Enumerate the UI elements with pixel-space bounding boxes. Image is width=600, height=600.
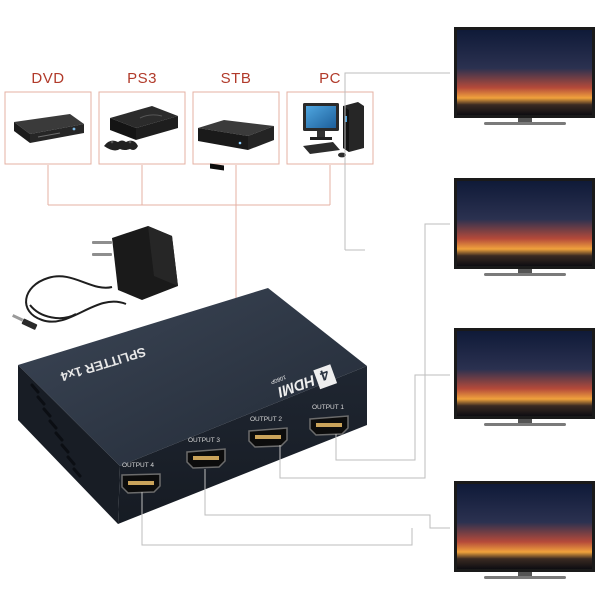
tv-4-screen (457, 484, 592, 569)
vent-slots (30, 383, 82, 478)
tv-2-screen (457, 181, 592, 266)
output-connector-lines (141, 72, 450, 546)
splitter-front-face (118, 366, 367, 524)
tv-3-stand (484, 423, 566, 426)
output-port-3: OUTPUT 3 (186, 437, 226, 469)
source-labels: DVD PS3 STB PC (31, 70, 341, 87)
source-label-pc: PC (319, 70, 341, 87)
tv-1-screen (457, 30, 592, 115)
output-label-1: OUTPUT 1 (312, 404, 344, 411)
tv-3-screen (457, 331, 592, 416)
hdmi-logo: 4 HDMI 1080P (269, 364, 338, 400)
source-label-ps3: PS3 (127, 70, 157, 87)
splitter-top-face (18, 288, 367, 466)
desktop-computer-icon (303, 102, 364, 158)
dvd-player-icon (14, 114, 84, 143)
tv-2-stand (484, 273, 566, 276)
source-label-dvd: DVD (31, 70, 64, 87)
hdmi-logo-subtext: 1080P (269, 373, 286, 384)
set-top-box-icon (198, 120, 274, 171)
tv-3 (454, 328, 595, 426)
output-label-3: OUTPUT 3 (188, 437, 220, 444)
output-port-4: OUTPUT 4 (121, 462, 161, 494)
output-ports: OUTPUT 4 OUTPUT 3 OUTPUT 2 OUTPUT 1 (121, 404, 349, 494)
game-console-icon (104, 106, 178, 151)
output-port-1: OUTPUT 1 (309, 404, 349, 436)
tv-4 (454, 481, 595, 579)
output-port-2: OUTPUT 2 (248, 416, 288, 448)
output-label-2: OUTPUT 2 (250, 416, 282, 423)
tv-4-stand (484, 576, 566, 579)
source-label-stb: STB (221, 70, 252, 87)
tv-2 (454, 178, 595, 276)
source-connector-lines (47, 165, 331, 300)
hdmi-splitter: SPLITTER 1x4 4 HDMI 1080P (18, 288, 367, 524)
power-adapter-icon (12, 226, 178, 330)
output-label-4: OUTPUT 4 (122, 462, 154, 469)
tv-1 (454, 27, 595, 125)
tv-1-stand (484, 122, 566, 125)
